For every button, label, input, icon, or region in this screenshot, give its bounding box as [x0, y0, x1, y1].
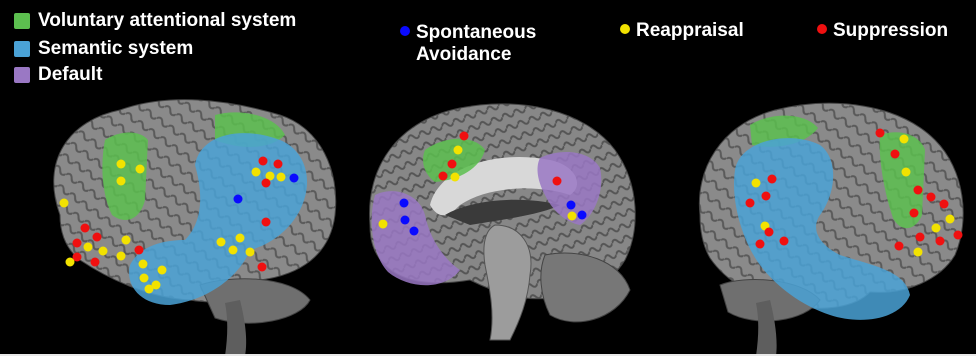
right-lateral-brain — [699, 103, 963, 356]
medial-brain — [370, 104, 636, 340]
left-lateral-brain — [54, 100, 336, 356]
